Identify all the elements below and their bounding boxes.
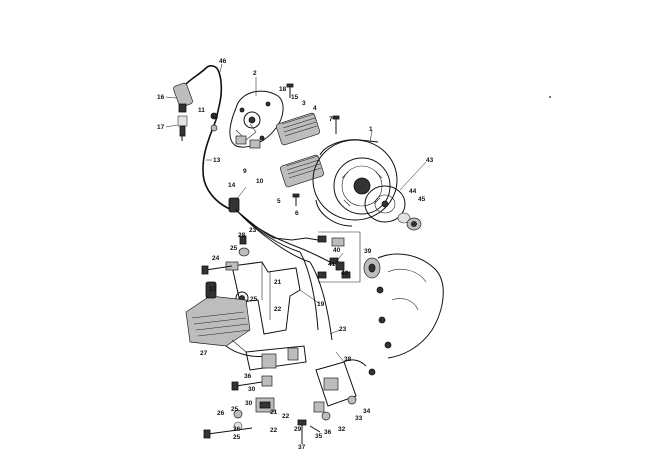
callout-9: 9 — [243, 168, 247, 175]
callout-3: 3 — [302, 100, 306, 107]
callout-17: 17 — [157, 124, 165, 131]
callout-42: 42 — [341, 270, 349, 277]
callout-39: 39 — [364, 248, 372, 255]
callout-28: 28 — [238, 232, 246, 239]
callout-10: 10 — [256, 178, 264, 185]
callout-44: 44 — [409, 188, 417, 195]
callout-26-b: 26 — [233, 426, 241, 433]
callout-38: 38 — [344, 356, 352, 363]
callout-34: 34 — [363, 408, 371, 415]
callout-32: 32 — [338, 426, 346, 433]
callout-30-b: 30 — [245, 400, 253, 407]
ht-lead — [202, 69, 233, 211]
callout-33: 33 — [355, 415, 363, 422]
spark-plug — [177, 115, 188, 141]
callout-26: 26 — [217, 410, 225, 417]
callout-40: 40 — [333, 247, 341, 254]
callout-25-c: 25 — [231, 406, 239, 413]
callout-31: 31 — [209, 286, 217, 293]
loose-hardware — [201, 83, 551, 444]
callout-37: 37 — [298, 444, 306, 451]
callout-14: 14 — [228, 182, 236, 189]
callout-27: 27 — [200, 350, 208, 357]
callout-1: 1 — [369, 126, 373, 133]
callout-25-a: 25 — [230, 245, 238, 252]
callout-36: 36 — [244, 373, 252, 380]
lighting-coil — [276, 112, 320, 146]
callout-46: 46 — [219, 58, 227, 65]
cable-grommet — [228, 197, 240, 213]
callout-43: 43 — [426, 157, 434, 164]
callout-18: 18 — [279, 86, 287, 93]
callout-22-b: 22 — [282, 413, 290, 420]
cdi-module — [315, 359, 376, 407]
ignition-coil — [280, 154, 324, 188]
connector-block — [318, 231, 381, 283]
lower-mounting-bar — [231, 339, 307, 371]
callout-45: 45 — [418, 196, 426, 203]
callout-22-a: 22 — [274, 306, 282, 313]
callout-25-d: 25 — [233, 434, 241, 441]
leader-lines — [165, 63, 427, 363]
stator-plate — [229, 90, 284, 149]
callout-25-b: 25 — [250, 296, 258, 303]
callout-22-c: 22 — [270, 427, 278, 434]
callout-21-b: 21 — [270, 409, 278, 416]
callout-15: 15 — [291, 94, 299, 101]
callout-4: 4 — [313, 105, 317, 112]
callout-5: 5 — [277, 198, 281, 205]
callout-23-a: 23 — [249, 227, 257, 234]
callout-36-b: 36 — [324, 429, 332, 436]
callout-12: 12 — [211, 113, 219, 120]
wiring-harness — [235, 209, 339, 341]
starter-pulley — [364, 185, 406, 223]
callout-19: 19 — [317, 301, 325, 308]
callout-16: 16 — [157, 94, 165, 101]
callout-41: 41 — [328, 261, 336, 268]
regulator-unit — [185, 281, 269, 357]
callout-21-a: 21 — [274, 279, 282, 286]
callout-23-b: 23 — [339, 326, 347, 333]
callout-35: 35 — [315, 433, 323, 440]
pulley-nut — [397, 212, 422, 231]
callout-29: 29 — [294, 426, 302, 433]
callout-labels: 46 2 18 15 3 4 7 1 16 11 12 17 13 9 10 4… — [157, 58, 434, 451]
crankcase-outline — [376, 253, 444, 359]
callout-13: 13 — [213, 157, 221, 164]
callout-6: 6 — [295, 210, 299, 217]
callout-7: 7 — [329, 116, 333, 123]
callout-11: 11 — [198, 107, 205, 114]
callout-2: 2 — [253, 70, 257, 77]
callout-30-a: 30 — [248, 386, 256, 393]
callout-24: 24 — [212, 255, 220, 262]
spark-plug-cap — [173, 65, 219, 113]
flywheel — [312, 139, 398, 227]
